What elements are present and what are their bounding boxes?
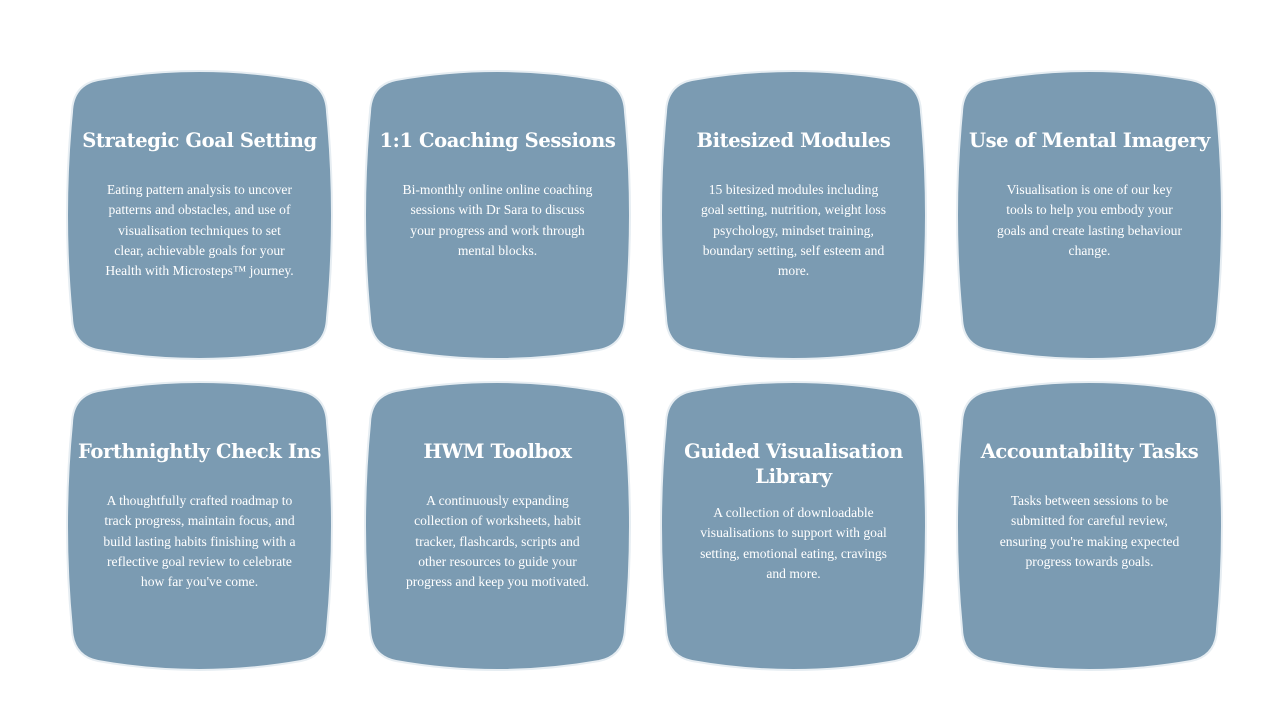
card-title: 1:1 Coaching Sessions (379, 129, 616, 152)
card-shape (364, 70, 631, 360)
card-description: A continuously expanding collection of w… (405, 493, 590, 590)
card-description: Eating pattern analysis to uncover patte… (105, 182, 294, 279)
card-shape (66, 381, 333, 671)
feature-card-mental-imagery: Use of Mental Imagery Visualisation is o… (956, 70, 1223, 360)
feature-card-hwm-toolbox: HWM Toolbox A continuously expanding col… (364, 381, 631, 671)
feature-card-visualisation-library: Guided Visualisation Library A collectio… (660, 381, 927, 671)
feature-card-bitesized-modules: Bitesized Modules 15 bitesized modules i… (660, 70, 927, 360)
card-title: Guided Visualisation Library (684, 440, 903, 488)
card-description: Bi-monthly online online coaching sessio… (402, 182, 593, 258)
card-description: A thoughtfully crafted roadmap to track … (103, 493, 296, 590)
card-shape (364, 381, 631, 671)
card-title: Use of Mental Imagery (968, 129, 1210, 152)
card-title: Strategic Goal Setting (82, 129, 317, 152)
card-description: Tasks between sessions to be submitted f… (999, 493, 1180, 569)
card-description: Visualisation is one of our key tools to… (997, 182, 1182, 258)
card-description: 15 bitesized modules including goal sett… (700, 182, 887, 279)
feature-card-check-ins: Forthnightly Check Ins A thoughtfully cr… (66, 381, 333, 671)
feature-card-strategic-goal-setting: Strategic Goal Setting Eating pattern an… (66, 70, 333, 360)
card-title: Accountability Tasks (980, 440, 1199, 463)
card-shape (956, 381, 1223, 671)
card-shape (660, 381, 927, 671)
card-shape (66, 70, 333, 360)
card-title: Bitesized Modules (696, 129, 891, 152)
card-description: A collection of downloadable visualisati… (700, 505, 887, 581)
card-shape (660, 70, 927, 360)
feature-card-accountability-tasks: Accountability Tasks Tasks between sessi… (956, 381, 1223, 671)
card-shape (956, 70, 1223, 360)
card-title: HWM Toolbox (423, 440, 572, 463)
feature-card-coaching-sessions: 1:1 Coaching Sessions Bi-monthly online … (364, 70, 631, 360)
card-title: Forthnightly Check Ins (78, 440, 321, 463)
